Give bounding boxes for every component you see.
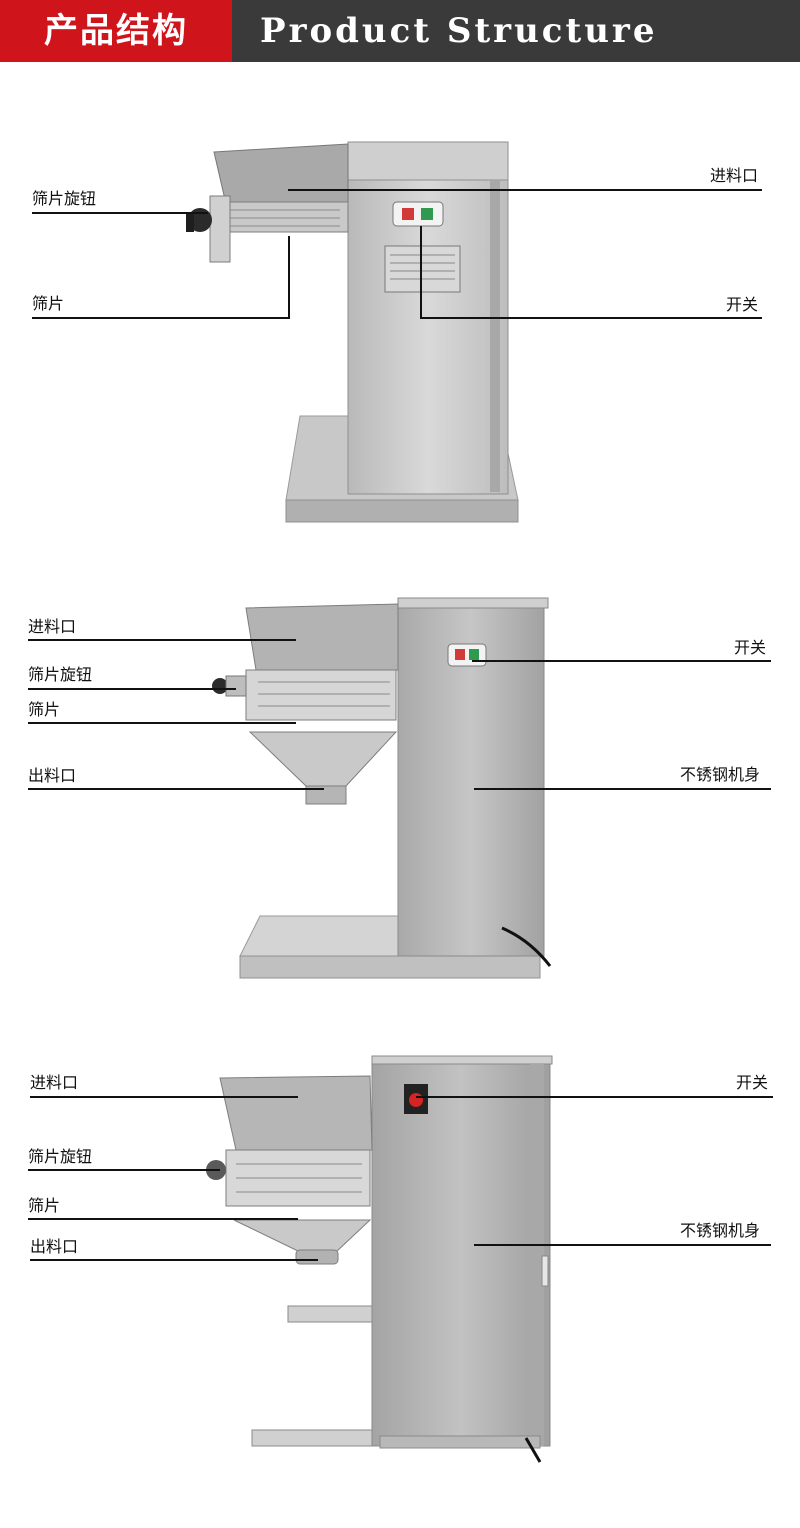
view1-leader-switch-v [420,226,422,319]
view1-label-screen-knob: 筛片旋钮 [32,189,97,208]
view2-label-screen: 筛片 [28,700,61,719]
view3-label-inlet: 进料口 [30,1073,79,1092]
view1-leader-screen-v [288,236,290,319]
view2-leader-inlet [28,639,296,641]
view2-leader-screen [28,722,296,724]
view3-leader-switch [416,1096,773,1098]
view2-leader-screen-knob [28,688,236,690]
view2-label-screen-knob: 筛片旋钮 [28,665,93,684]
machine-image-side-view [186,141,519,523]
view2-leader-body [474,788,771,790]
view3-leader-inlet [30,1096,298,1098]
view1-leader-screen-knob [32,212,208,214]
view3-leader-outlet [30,1259,318,1261]
view3-leader-body [474,1244,771,1246]
view2-label-body: 不锈钢机身 [680,765,761,784]
view2-label-inlet: 进料口 [28,617,77,636]
view1-leader-inlet [288,189,762,191]
view1-label-screen: 筛片 [32,294,65,313]
view3-label-outlet: 出料口 [30,1237,79,1256]
view1-label-inlet: 进料口 [710,166,759,185]
view1-leader-screen-h [32,317,290,319]
view2-label-switch: 开关 [734,638,767,657]
view2-label-outlet: 出料口 [28,766,77,785]
header-banner: 产品结构 Product Structure [0,0,800,62]
view3-label-switch: 开关 [736,1073,769,1092]
view3-leader-screen [28,1218,298,1220]
view3-label-screen: 筛片 [28,1196,61,1215]
view1-label-switch: 开关 [726,295,759,314]
view1-leader-switch-h [421,317,762,319]
view3-leader-screen-knob [28,1169,220,1171]
view3-label-body: 不锈钢机身 [680,1221,761,1240]
header-title-en: Product Structure [260,11,658,51]
view3-label-screen-knob: 筛片旋钮 [28,1147,93,1166]
machine-image-front-view [212,597,552,979]
machine-image-angled-view [206,1055,553,1463]
view2-leader-outlet [28,788,324,790]
header-title-cn: 产品结构 [0,0,232,62]
view2-leader-switch [472,660,771,662]
